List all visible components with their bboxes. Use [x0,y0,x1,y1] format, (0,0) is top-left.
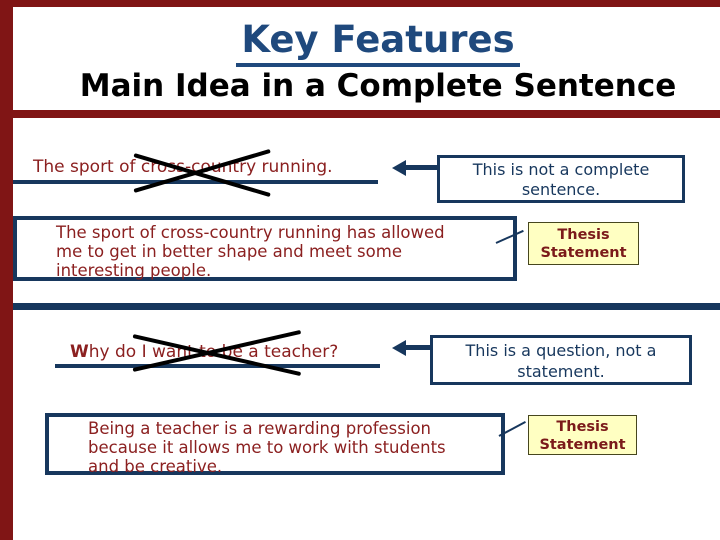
slide-header: Key Features Main Idea in a Complete Sen… [0,18,720,104]
strike-x-icon-1 [133,148,271,198]
callout-box-2: This is a question, not a statement. [430,335,692,385]
header-red-rule [13,110,720,118]
strike-line [133,153,271,198]
strike-line [132,334,302,377]
thesis-line: interesting people. [56,261,212,280]
thesis-line: because it allows me to work with studen… [88,438,446,457]
strike-x-icon-2 [132,329,302,377]
page-title: Key Features [236,18,520,68]
thesis-line: The sport of cross-country running has a… [56,223,445,242]
label-line: Statement [539,437,626,453]
thesis-line: me to get in better shape and meet some [56,242,402,261]
sentence-underline-2 [55,364,380,368]
page-subtitle: Main Idea in a Complete Sentence [79,68,677,105]
callout-box-1: This is not a complete sentence. [437,155,685,203]
label-line: Thesis [556,419,609,435]
thesis-line: Being a teacher is a rewarding professio… [88,419,431,438]
callout-line: This is a question, not a [465,341,657,360]
callout-line: This is not a complete [472,160,650,179]
section-divider [0,303,720,310]
left-red-border [0,0,13,540]
thesis-statement-label-1: Thesis Statement [528,222,639,265]
thesis-statement-label-2: Thesis Statement [528,415,637,455]
arrow-left-icon-1 [405,165,438,170]
top-red-border [0,0,720,7]
sentence-underline-1 [0,180,378,184]
label-line: Thesis [557,227,610,243]
label-line: Statement [540,245,627,261]
arrow-left-head-1 [392,160,406,176]
thesis-sentence-box-2: Being a teacher is a rewarding professio… [45,413,505,476]
callout-line: statement. [517,362,605,381]
arrow-left-icon-2 [405,345,431,350]
arrow-left-head-2 [392,340,406,356]
thesis-line: and be creative. [88,457,223,476]
thesis-sentence-box-1: The sport of cross-country running has a… [13,216,517,281]
callout-line: sentence. [521,180,601,199]
